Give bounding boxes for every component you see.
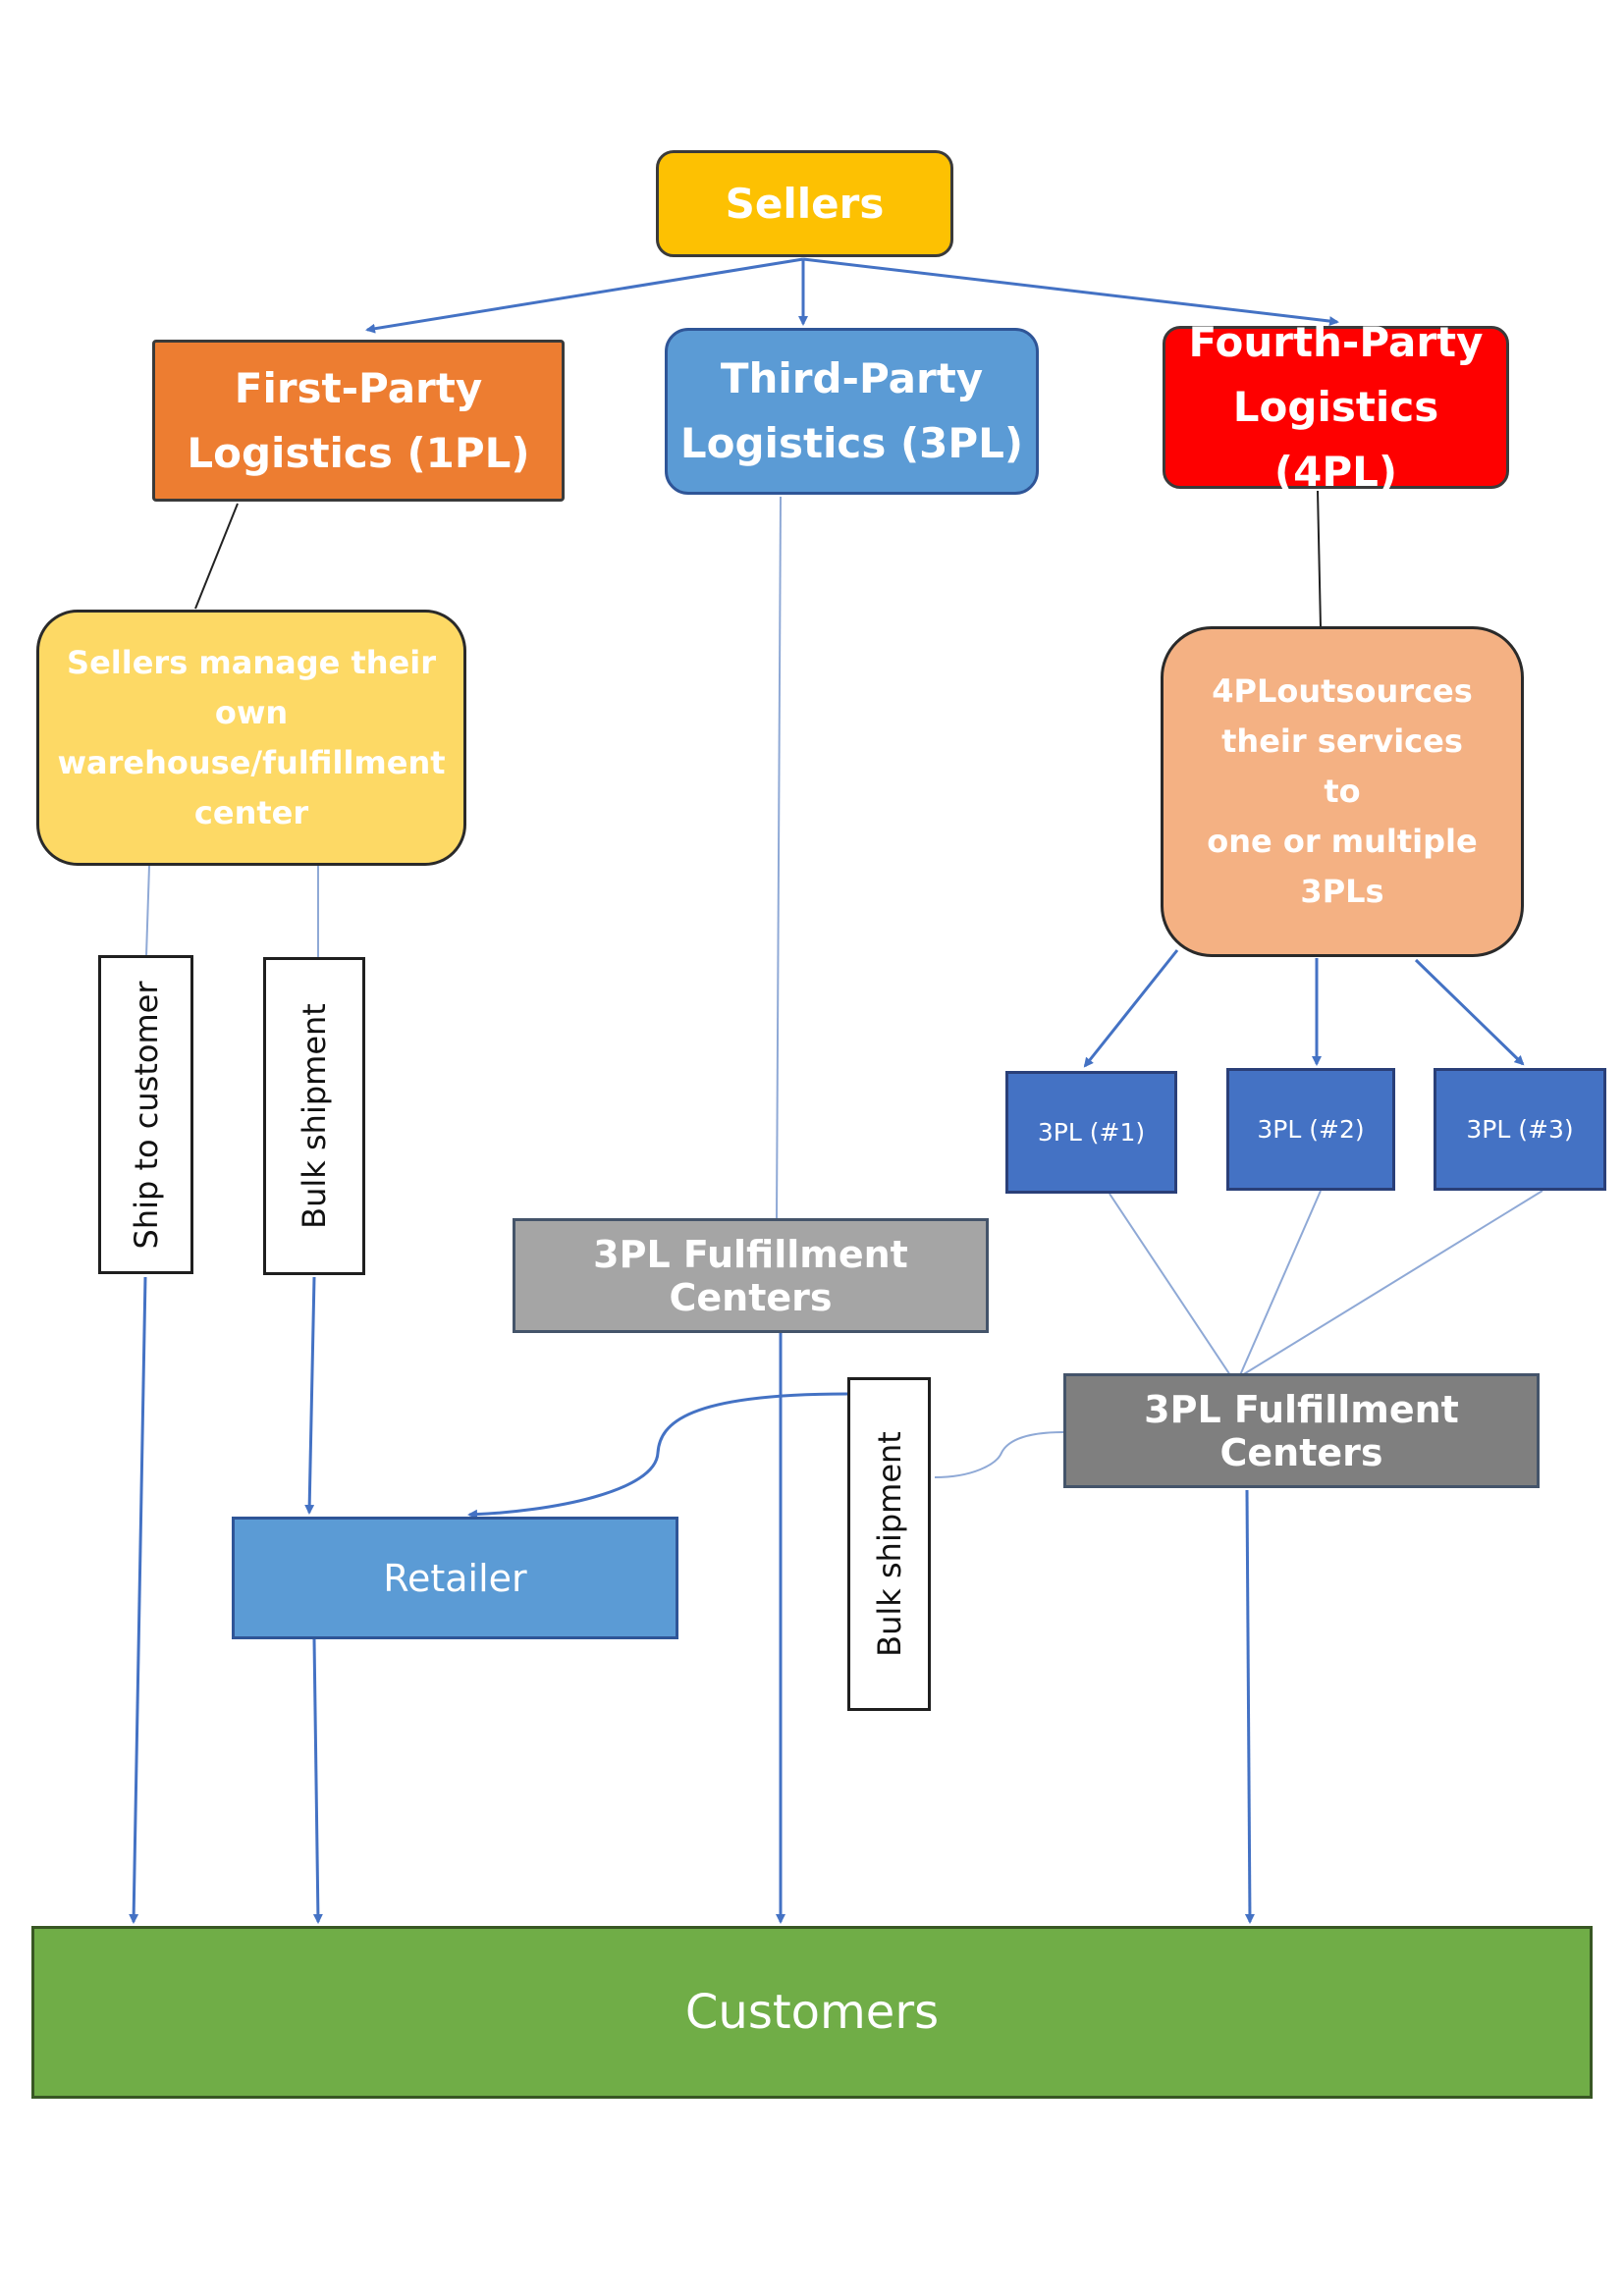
third-party-provider-2-node: 3PL (#2) [1226, 1068, 1395, 1191]
fourth-party-desc-line-2: their services to [1221, 722, 1463, 810]
third-party-line-1: Third-Party [720, 354, 984, 402]
arrow-sellers-to-4pl [802, 257, 1339, 327]
third-party-provider-1-node: 3PL (#1) [1005, 1071, 1177, 1194]
first-party-desc-line-1: Sellers manage their [67, 643, 436, 681]
fourth-party-desc-line-3: one or multiple [1207, 823, 1478, 860]
fulfillment-centers-mid-label: 3PL Fulfillment Centers [593, 1232, 908, 1319]
fourth-party-line-2: Logistics (4PL) [1232, 383, 1439, 496]
curve-fulfillment-to-bulk-label [934, 1431, 1064, 1478]
bulk-shipment-label-box-left: Bulk shipment [263, 957, 365, 1275]
fourth-party-line-1: Fourth-Party [1188, 318, 1484, 366]
customers-label: Customers [684, 1985, 940, 2040]
arrow-desc-to-3pl-1 [1083, 949, 1179, 1068]
first-party-desc-line-3: warehouse/fulfillment [57, 743, 446, 781]
sellers-node: Sellers [656, 150, 953, 257]
arrow-desc-to-3pl-3 [1414, 958, 1525, 1066]
fulfillment-centers-mid-node: 3PL Fulfillment Centers [513, 1218, 989, 1333]
line-3pl3-to-fulfillment [1241, 1190, 1543, 1376]
fourth-party-desc-line-1: 4PLoutsources [1212, 672, 1473, 710]
first-party-desc-line-2: own [214, 693, 289, 731]
bulk-shipment-label-center: Bulk shipment [870, 1431, 908, 1657]
fourth-party-logistics-node: Fourth-Party Logistics (4PL) [1163, 318, 1509, 496]
first-party-desc-line-4: center [193, 793, 309, 831]
third-party-provider-1-label: 3PL (#1) [1037, 1118, 1146, 1147]
arrow-bulk-to-retailer [304, 1276, 316, 1515]
arrow-retailer-to-customers [312, 1638, 323, 1924]
line-3pl1-to-fulfillment [1109, 1193, 1231, 1376]
retailer-node: Retailer [232, 1517, 678, 1639]
ship-to-customer-label-box: Ship to customer [98, 955, 193, 1274]
fulfillment-centers-right-label: 3PL Fulfillment Centers [1144, 1387, 1459, 1474]
arrow-bulk-label-to-retailer [467, 1392, 848, 1520]
first-party-line-2: Logistics (1PL) [187, 428, 530, 477]
arrow-sellers-to-1pl [365, 257, 804, 334]
line-3pl-to-fulfillment [776, 496, 782, 1219]
third-party-provider-3-label: 3PL (#3) [1466, 1115, 1574, 1144]
line-desc-to-ship-label [145, 865, 150, 957]
arrow-fulfillment-right-to-customers [1244, 1489, 1255, 1924]
line-3pl2-to-fulfillment [1239, 1190, 1322, 1376]
third-party-logistics-node: Third-Party Logistics (3PL) [665, 328, 1039, 495]
ship-to-customer-label: Ship to customer [127, 981, 165, 1249]
third-party-provider-3-node: 3PL (#3) [1434, 1068, 1606, 1191]
third-party-provider-2-label: 3PL (#2) [1257, 1115, 1365, 1144]
bulk-shipment-label-left: Bulk shipment [296, 1003, 333, 1229]
first-party-description-node: Sellers manage their own warehouse/fulfi… [36, 610, 466, 866]
line-1pl-to-desc [194, 503, 239, 610]
retailer-label: Retailer [383, 1556, 527, 1600]
bulk-shipment-label-box-center: Bulk shipment [847, 1377, 931, 1711]
first-party-line-1: First-Party [234, 363, 483, 412]
first-party-logistics-node: First-Party Logistics (1PL) [152, 340, 565, 502]
customers-node: Customers [31, 1926, 1593, 2099]
fourth-party-desc-line-4: 3PLs [1300, 873, 1384, 910]
third-party-line-2: Logistics (3PL) [679, 419, 1024, 467]
line-4pl-to-desc [1317, 490, 1322, 629]
sellers-label: Sellers [725, 180, 885, 228]
arrow-ship-to-customers [129, 1276, 147, 1924]
fulfillment-centers-right-node: 3PL Fulfillment Centers [1063, 1373, 1540, 1488]
fourth-party-description-node: 4PLoutsources their services to one or m… [1161, 626, 1524, 957]
